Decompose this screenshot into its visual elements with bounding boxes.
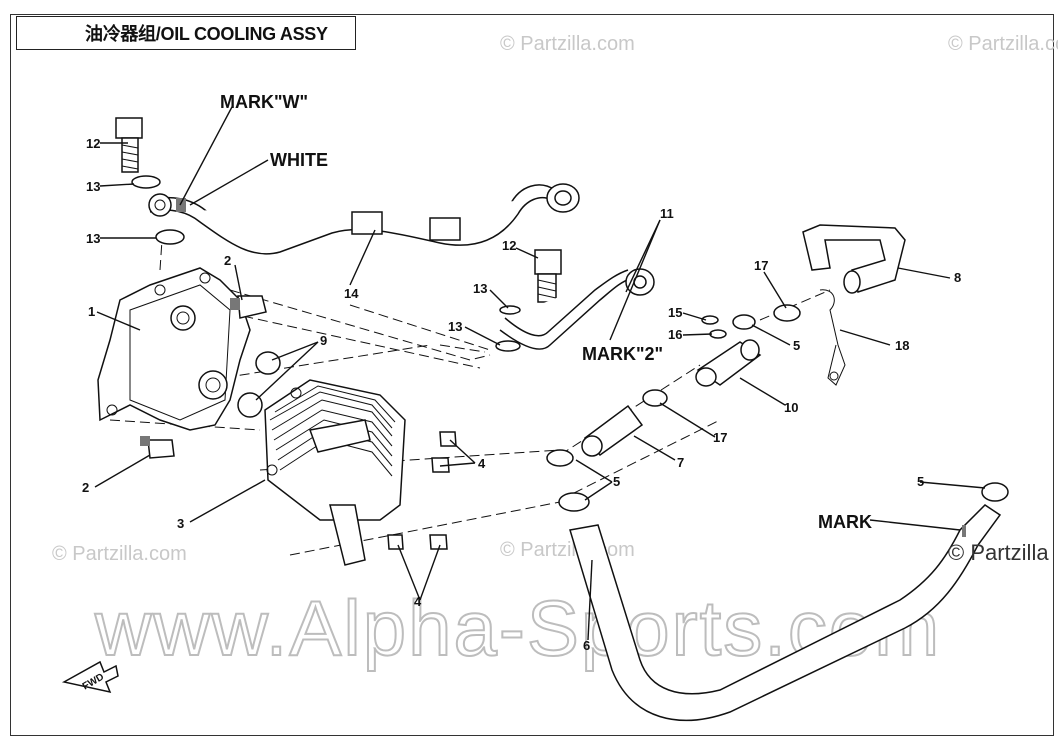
fwd-arrow-icon: FWD — [61, 660, 119, 694]
part-9-o-rings — [237, 351, 281, 418]
callouts: MARK"W" WHITE MARK"2" MARK © Partzilla — [220, 92, 1049, 565]
diagram-frame — [10, 14, 1054, 736]
part-7-hose — [581, 404, 644, 457]
part-10-fitting — [695, 339, 762, 387]
label-part-16: 16 — [668, 327, 682, 342]
label-part-12: 12 — [86, 136, 100, 151]
part-5-clamps — [546, 449, 1009, 512]
label-part-18: 18 — [895, 338, 909, 353]
label-part-10: 10 — [784, 400, 798, 415]
callout-mark-2: MARK"2" — [582, 344, 663, 364]
part-2-bolts — [140, 295, 267, 459]
watermark-partzilla: © Partzilla.com — [500, 539, 635, 561]
part-13-washers — [131, 175, 521, 352]
part-3-oil-cooler — [264, 379, 406, 566]
label-part-1: 1 — [88, 304, 95, 319]
label-part-5: 5 — [793, 338, 800, 353]
part-17-clamps — [642, 304, 801, 407]
part-number-labels: 12 13 13 1 2 9 2 3 4 4 14 12 13 13 11 17… — [82, 136, 961, 653]
label-part-11: 11 — [660, 206, 674, 221]
callout-mark: MARK — [818, 512, 872, 532]
label-part-3: 3 — [177, 516, 184, 531]
part-8-hose — [802, 224, 906, 294]
label-part-14: 14 — [344, 286, 359, 301]
label-part-9: 9 — [320, 333, 327, 348]
watermark-partzilla: © Partzilla.com — [52, 543, 187, 565]
label-part-6: 6 — [583, 638, 590, 653]
part-6-lower-hose — [569, 504, 1002, 722]
label-part-4: 4 — [414, 594, 422, 609]
label-part-7: 7 — [677, 455, 684, 470]
part-11-oil-pipe — [499, 268, 655, 350]
label-part-5: 5 — [613, 474, 620, 489]
part-1-mount-plate — [97, 267, 251, 431]
label-part-2: 2 — [82, 480, 89, 495]
part-12-banjo-bolt-2 — [534, 249, 562, 303]
label-part-13: 13 — [473, 281, 487, 296]
diagram-title: 油冷器组/OIL COOLING ASSY — [16, 16, 356, 50]
label-part-17: 17 — [713, 430, 727, 445]
callout-mark-w: MARK"W" — [220, 92, 308, 112]
label-part-5: 5 — [917, 474, 924, 489]
label-part-13: 13 — [86, 231, 100, 246]
part-18-bracket — [819, 289, 846, 386]
label-part-8: 8 — [954, 270, 961, 285]
label-part-13: 13 — [86, 179, 100, 194]
label-part-4: 4 — [478, 456, 486, 471]
watermark-partzilla: © Partzilla.com — [500, 33, 635, 55]
leader-lines — [94, 104, 986, 641]
label-part-13: 13 — [448, 319, 462, 334]
label-part-12: 12 — [502, 238, 516, 253]
watermark-partzilla-edge: © Partzilla — [948, 540, 1049, 565]
label-part-17: 17 — [754, 258, 768, 273]
watermark-partzilla: © Partzilla.com — [948, 33, 1058, 55]
part-14-oil-pipe — [148, 183, 580, 255]
label-part-15: 15 — [668, 305, 682, 320]
label-part-2: 2 — [224, 253, 231, 268]
part-15-16-fittings — [701, 314, 756, 339]
part-12-banjo-bolt — [115, 117, 143, 173]
callout-white: WHITE — [270, 150, 328, 170]
